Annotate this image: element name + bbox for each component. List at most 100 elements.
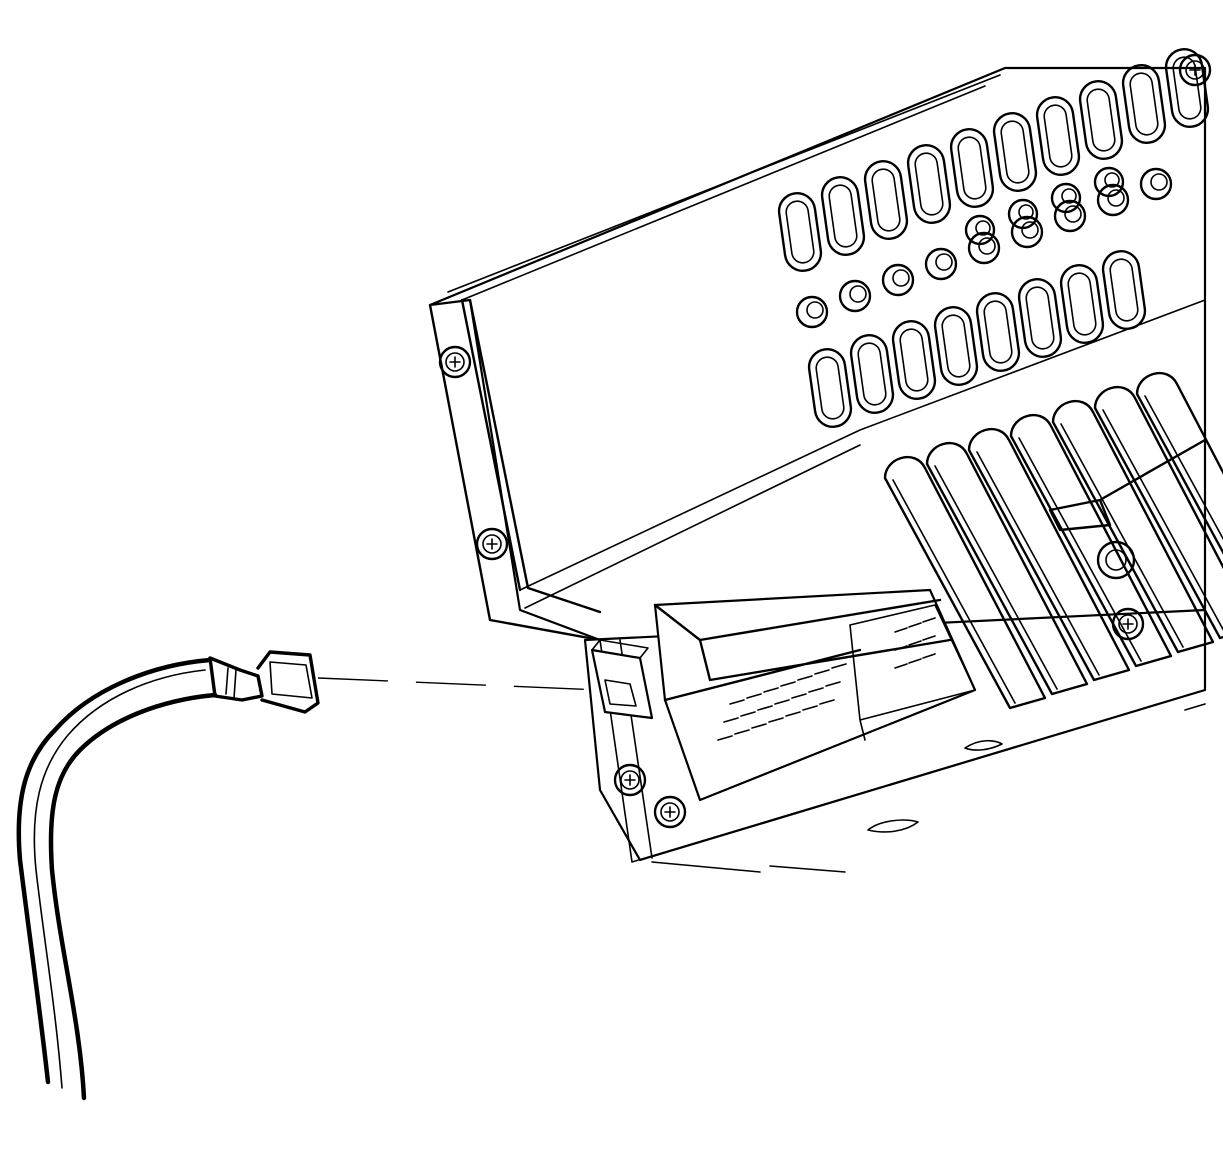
connector-pin (802, 705, 818, 711)
vent-holes-round (795, 166, 1173, 329)
chassis-bottom-rear (651, 861, 846, 873)
vent-hole (967, 231, 1001, 265)
connector-pin (768, 717, 784, 723)
vent-hole (881, 263, 915, 297)
connector-pin (908, 658, 922, 664)
cooling-fin (1051, 400, 1215, 654)
connector-pin (785, 711, 801, 717)
vent-hole (1010, 215, 1044, 249)
latch-stud (1096, 540, 1136, 580)
alignment-leader (317, 677, 601, 691)
vent-slot (891, 320, 937, 400)
ground-terminal-tab (590, 639, 654, 720)
vent-hole (1093, 166, 1125, 198)
vent-hole (795, 295, 829, 329)
chassis-bottom-marks (867, 703, 1206, 833)
vent-slot (906, 144, 952, 224)
connector-pin (819, 699, 835, 705)
vent-slot (1078, 80, 1124, 160)
connector-pin (922, 653, 936, 659)
connector-pin (751, 723, 767, 729)
vent-hole (838, 279, 872, 313)
vent-slot (975, 292, 1021, 372)
screw-icon (1111, 607, 1145, 641)
connector-pin (746, 693, 762, 699)
vent-slot (807, 348, 853, 428)
connector-pin (908, 622, 922, 628)
connector-pin (740, 711, 756, 717)
female-spade-connector (208, 650, 320, 714)
screw-icon (438, 345, 472, 379)
vent-hole (924, 247, 958, 281)
screw-icon (1178, 53, 1212, 87)
connector-pin (729, 699, 745, 705)
vent-slot (949, 128, 995, 208)
connector-pin (734, 729, 750, 735)
wiring-connectors (653, 588, 977, 802)
wire-highlight (33, 669, 206, 1089)
connector-spade-body (256, 650, 320, 714)
vent-slots-top (777, 48, 1210, 272)
wire-inner-edge (48, 692, 218, 1101)
vent-slot (1101, 250, 1147, 330)
mounting-screws (438, 53, 1212, 829)
cooling-fin (1009, 414, 1173, 668)
connector-pin (922, 617, 936, 623)
connector-pin (894, 663, 908, 669)
connector-pin (780, 681, 796, 687)
vent-slot (849, 334, 895, 414)
connector-pin (757, 705, 773, 711)
connector-pin (797, 675, 813, 681)
vent-slot (933, 306, 979, 386)
screw-icon (653, 795, 687, 829)
connector-pin (717, 735, 733, 741)
vent-hole (1096, 183, 1130, 217)
connector-housing-right (849, 604, 976, 741)
connector-pin (791, 693, 807, 699)
cooling-fin (967, 428, 1131, 682)
vent-slot (1035, 96, 1081, 176)
connector-pin (894, 627, 908, 633)
screw-icon (613, 763, 647, 797)
vent-hole (1053, 199, 1087, 233)
vent-slot (777, 192, 823, 272)
latch-tab (1048, 438, 1207, 532)
connector-pin (814, 669, 830, 675)
cooling-fin (883, 456, 1047, 710)
bracket-latch (1048, 438, 1207, 580)
cooling-fin (1135, 372, 1223, 555)
vent-slot (1164, 48, 1210, 128)
connector-crimp-sleeve (208, 656, 264, 702)
connector-pin (808, 687, 824, 693)
chassis-inner-ledge (519, 299, 1206, 609)
connector-pin (922, 635, 936, 641)
chassis-left-flange (428, 298, 602, 642)
connector-pin (831, 663, 847, 669)
wire-outer-edge (16, 657, 213, 1085)
connector-pin (763, 687, 779, 693)
cooling-fin (1093, 386, 1223, 640)
vent-slots-bottom (807, 250, 1147, 428)
terminal-tab-plate (590, 648, 654, 720)
connector-pins (717, 617, 936, 741)
vent-hole (1007, 198, 1039, 230)
screw-icon (475, 527, 509, 561)
vent-slot (863, 160, 909, 240)
vent-slot (992, 112, 1038, 192)
connector-pin (908, 640, 922, 646)
connector-pin (825, 681, 841, 687)
vent-slot (820, 176, 866, 256)
vent-hole (1139, 167, 1173, 201)
vent-slot (1059, 264, 1105, 344)
vent-hole (964, 214, 996, 246)
connector-housing-left-rim (653, 598, 952, 702)
connector-pin (774, 699, 790, 705)
vent-slot (1121, 64, 1167, 144)
connector-pin (894, 645, 908, 651)
chassis-top-lip (429, 67, 1006, 306)
connector-housing-left (653, 588, 977, 802)
vent-slot (1017, 278, 1063, 358)
connector-pin (723, 717, 739, 723)
